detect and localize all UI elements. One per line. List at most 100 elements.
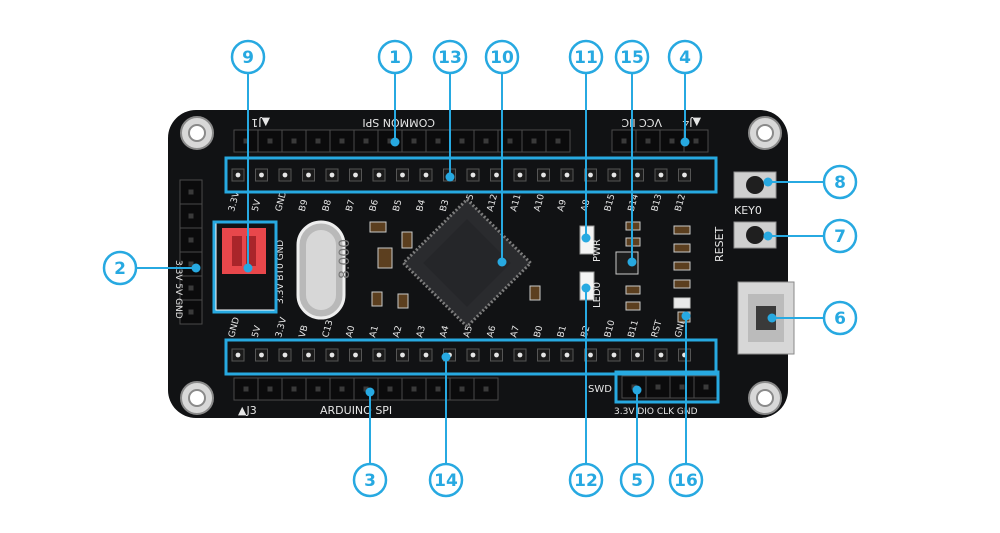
socket-hole xyxy=(669,138,675,144)
callout-dot xyxy=(763,231,773,241)
callout-badge xyxy=(230,39,266,75)
arduino-spi-label: ARDUINO SPI xyxy=(320,404,392,417)
pin-hole xyxy=(658,172,664,178)
socket-hole xyxy=(315,138,321,144)
socket-hole xyxy=(339,386,345,392)
pin-label: B6 xyxy=(368,198,381,212)
callout-badge xyxy=(619,462,655,498)
pin-hole xyxy=(329,172,335,178)
common-spi-label: COMMON SPI xyxy=(362,116,435,129)
pin-label: A11 xyxy=(509,193,523,213)
callout-dot xyxy=(632,385,642,395)
pin-label: B4 xyxy=(415,198,428,212)
socket-hole xyxy=(703,384,709,390)
mcu-chip xyxy=(401,197,533,329)
pin-label: B9 xyxy=(298,198,311,212)
callout-badge xyxy=(668,462,704,498)
pin-label: 5V xyxy=(251,198,264,213)
pin-hole xyxy=(494,352,499,358)
callout-number: 6 xyxy=(834,309,846,329)
socket-hole xyxy=(267,386,273,392)
j3-label: ▲J3 xyxy=(238,404,257,417)
socket-hole xyxy=(291,386,297,392)
swd-pins-label: 3.3V DIO CLK GND xyxy=(614,407,698,417)
pin-label: B0 xyxy=(533,324,546,338)
pin-hole xyxy=(353,172,358,178)
callout-number: 14 xyxy=(434,471,458,491)
pin-label: B15 xyxy=(603,193,617,213)
callout-dot xyxy=(390,137,400,147)
pin-label: B11 xyxy=(627,319,641,339)
pwr-label: PWR xyxy=(592,239,603,262)
socket-hole xyxy=(693,138,699,144)
socket-hole xyxy=(188,213,194,219)
callout-badge xyxy=(432,39,468,75)
j3-header xyxy=(233,377,499,401)
callout-dot xyxy=(441,352,451,362)
pin-label: B5 xyxy=(392,199,405,213)
callout-badge xyxy=(102,250,138,286)
pin-label: A1 xyxy=(368,325,381,339)
callout-dot xyxy=(581,233,591,243)
pin-hole xyxy=(541,172,546,178)
pin-hole xyxy=(517,172,523,178)
crystal-label: 8.000 xyxy=(337,239,353,279)
pin-hole xyxy=(494,172,499,178)
callout-dot xyxy=(627,257,637,267)
pin-label: B10 xyxy=(603,319,617,339)
socket-hole xyxy=(363,386,369,392)
callout-dot xyxy=(681,311,691,321)
socket-hole xyxy=(483,386,489,392)
socket-hole xyxy=(483,138,489,144)
callout-number: 15 xyxy=(620,48,644,68)
mounting-holes xyxy=(180,116,782,415)
socket-hole xyxy=(387,386,393,392)
socket-hole xyxy=(655,384,661,390)
socket-hole xyxy=(188,309,194,315)
key0-button: KEY0 xyxy=(733,171,777,217)
pin-label: A5 xyxy=(462,325,475,339)
callout-dot xyxy=(763,177,773,187)
pin-label: A0 xyxy=(345,324,358,338)
callout-badge xyxy=(568,39,604,75)
callout-badge xyxy=(822,300,858,336)
led0-label: LED0 xyxy=(592,282,603,308)
j1-label: ▲J1 xyxy=(251,116,270,129)
callout-number: 11 xyxy=(574,48,598,68)
pin-label: 5V xyxy=(251,324,264,339)
socket-hole xyxy=(507,138,513,144)
callout-dot xyxy=(581,283,591,293)
pin-label: B1 xyxy=(556,325,569,339)
pin-hole xyxy=(282,352,288,358)
callout-dot xyxy=(497,257,507,267)
pin-hole xyxy=(235,352,241,358)
callout-badge xyxy=(377,39,413,75)
pin-hole xyxy=(682,172,687,178)
callout-dot xyxy=(767,313,777,323)
socket-hole xyxy=(188,189,194,195)
callout-dot xyxy=(445,172,455,182)
callout-badge xyxy=(822,218,858,254)
highlight-boxes xyxy=(212,156,720,404)
callout-dot xyxy=(191,263,201,273)
callout-number: 4 xyxy=(679,48,691,68)
pin-label: B13 xyxy=(650,193,664,213)
pin-hole xyxy=(635,172,640,178)
j4-header xyxy=(611,129,709,153)
callout-badge xyxy=(614,39,650,75)
pin-label: A2 xyxy=(392,325,405,339)
pin-label: VB xyxy=(298,324,311,339)
pin-label: B8 xyxy=(321,198,334,212)
left-header-label: 3.3V 5V GND xyxy=(173,260,183,319)
pin-hole xyxy=(235,172,241,178)
socket-hole xyxy=(531,138,537,144)
swd-label: SWD xyxy=(588,384,612,395)
pin-hole xyxy=(517,352,523,358)
pin-hole xyxy=(282,172,288,178)
callout-number: 3 xyxy=(364,471,376,491)
pin-hole xyxy=(611,172,617,178)
callout-number: 13 xyxy=(438,48,462,68)
pin-label: C13 xyxy=(321,319,335,339)
